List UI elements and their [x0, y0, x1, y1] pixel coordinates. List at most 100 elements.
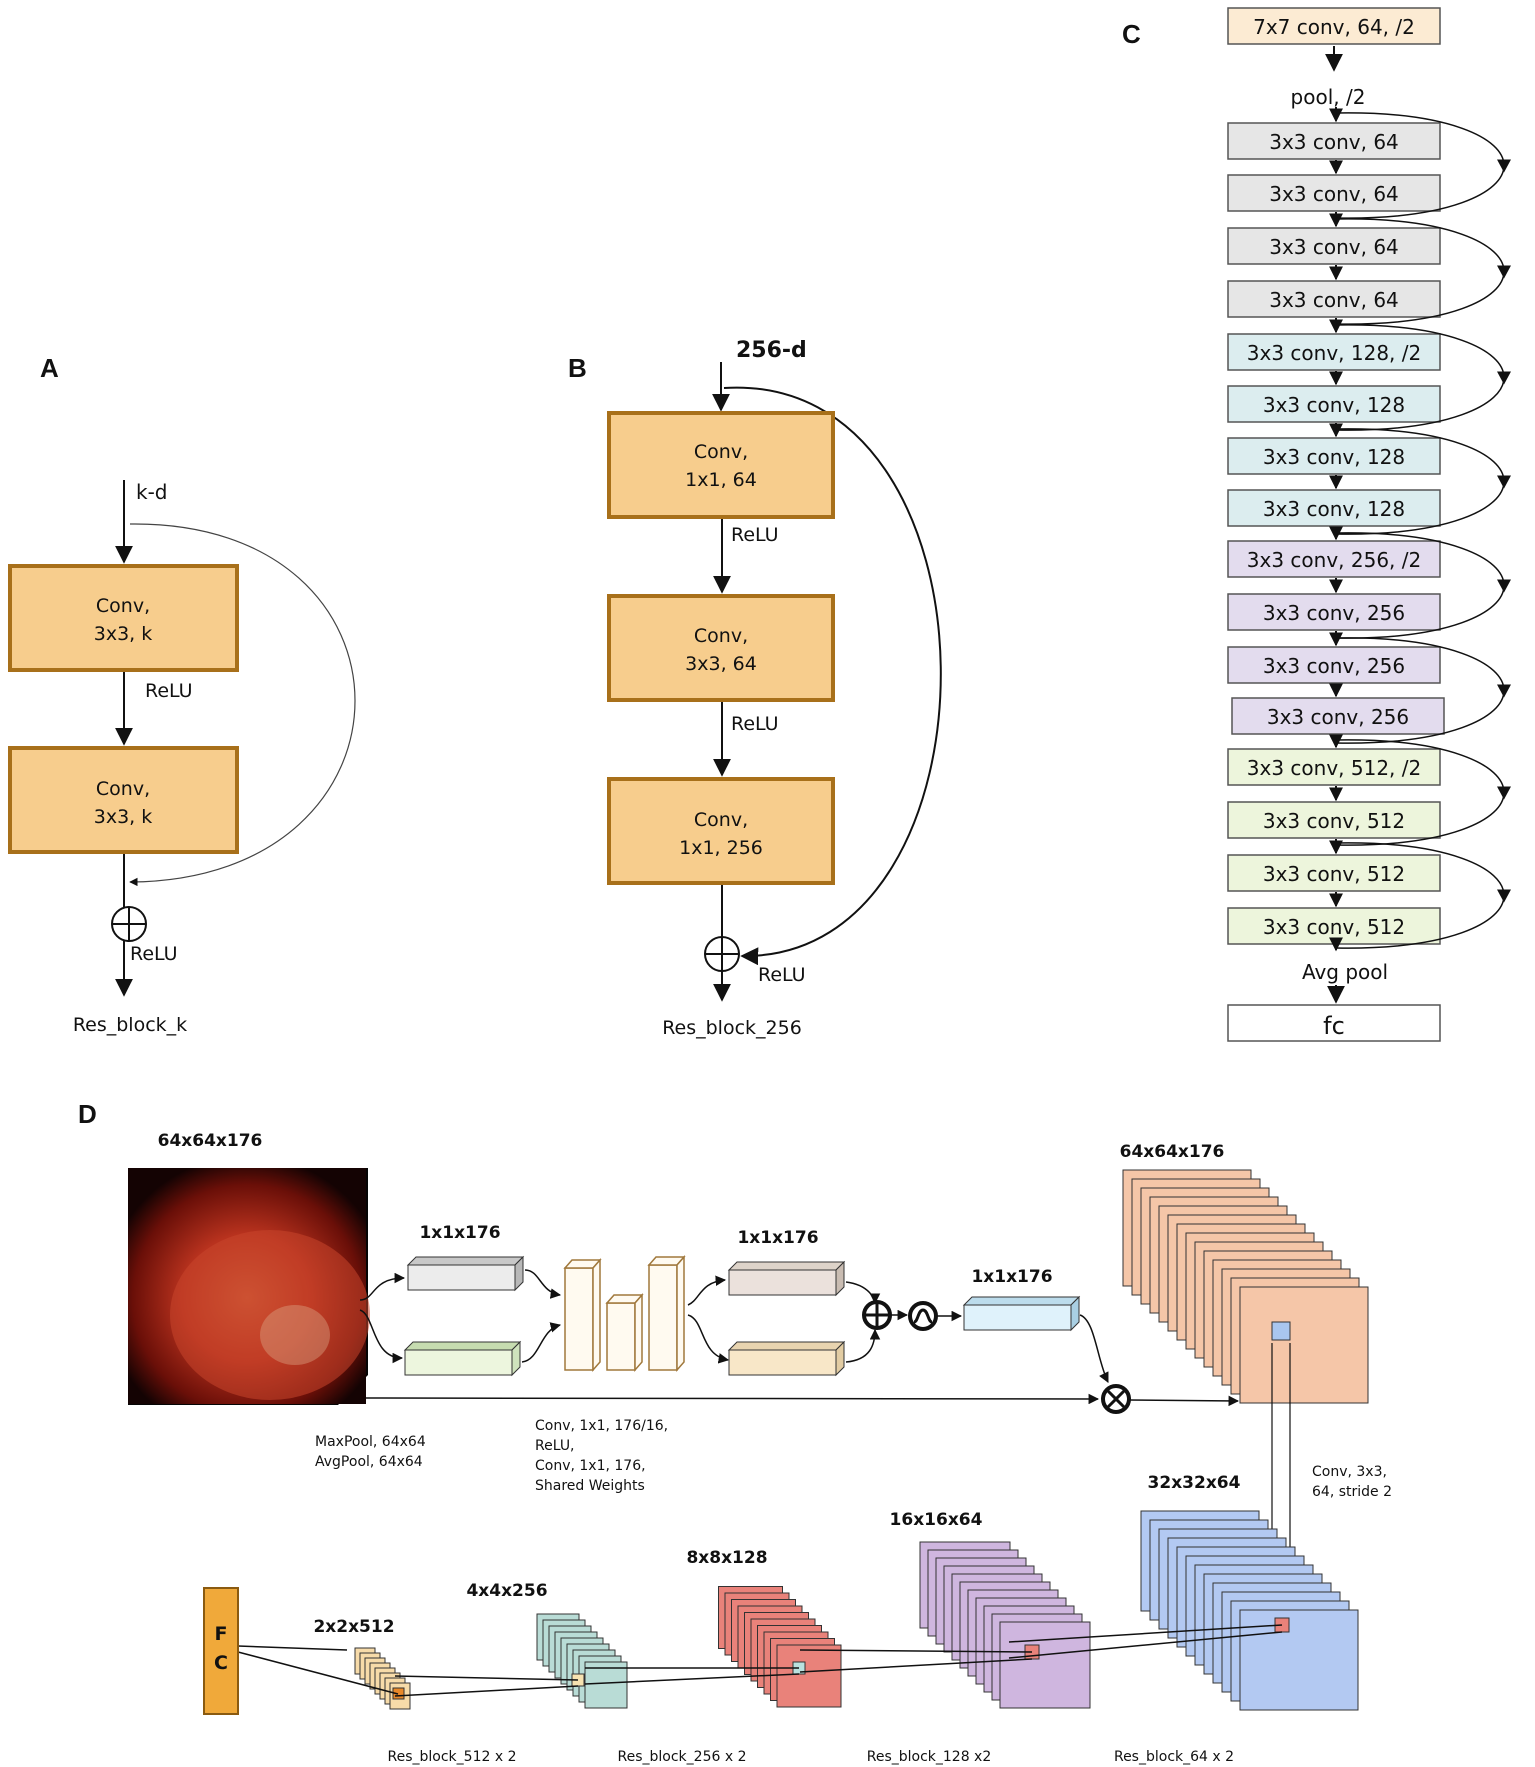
c-conv-layer-7: [1227, 437, 1441, 475]
b-output-label: Res_block_256: [662, 1017, 802, 1039]
d-stack-512-dims: 4x4x256: [466, 1581, 547, 1601]
a-conv-block-1-line2: 3x3, k: [94, 623, 153, 645]
d-maxpool-vector: [406, 1255, 525, 1292]
c-conv-layer-label-15: 3x3 conv, 512: [1263, 862, 1405, 886]
d-fc-layer: [203, 1587, 239, 1715]
b-conv-block-3-line2: 1x1, 256: [679, 837, 763, 859]
d-projection-line: [799, 1658, 1033, 1673]
b-relu-1: ReLU: [731, 524, 779, 546]
c-first-conv-label: 7x7 conv, 64, /2: [1253, 15, 1415, 39]
c-skip-arrowhead-2: [1497, 265, 1511, 279]
a-relu-out: ReLU: [130, 943, 178, 965]
b-conv-block-2: [607, 594, 835, 702]
c-pool-label: pool, /2: [1291, 85, 1366, 109]
d-sigmoid-icon: [908, 1301, 938, 1331]
c-conv-layer-2: [1227, 174, 1441, 212]
d-fc-letter-c: C: [214, 1652, 228, 1674]
c-conv-layer-label-11: 3x3 conv, 256: [1263, 654, 1405, 678]
d-input-dims: 64x64x176: [158, 1131, 263, 1151]
panel-a-letter: A: [40, 353, 59, 383]
c-conv-layer-label-7: 3x3 conv, 128: [1263, 445, 1405, 469]
d-attention-dims: 1x1x176: [971, 1267, 1052, 1287]
c-conv-layer-10: [1227, 593, 1441, 631]
c-skip-arrowhead-7: [1497, 786, 1511, 800]
d-projection-line: [237, 1651, 399, 1695]
panel-b: B 256-d Conv, 1x1, 64 ReLU Conv, 3x3, 64…: [568, 338, 942, 1039]
d-projection-line: [1008, 1631, 1283, 1659]
d-res-label-64: Res_block_64 x 2: [1114, 1749, 1234, 1765]
a-relu-1: ReLU: [145, 680, 193, 702]
d-conv-caption-2: 64, stride 2: [1312, 1484, 1392, 1500]
d-stack-128-dims: 16x16x64: [890, 1510, 983, 1530]
c-conv-layer-label-4: 3x3 conv, 64: [1269, 288, 1399, 312]
c-conv-layer-label-6: 3x3 conv, 128: [1263, 393, 1405, 417]
d-output-volume-slice: [1239, 1286, 1369, 1404]
d-stack-64-slice: [1239, 1609, 1359, 1711]
d-mlp-out-vector-2: [727, 1340, 846, 1377]
d-projection-line: [394, 1685, 579, 1697]
b-input-label: 256-d: [736, 338, 807, 363]
a-input-label: k-d: [136, 480, 168, 504]
b-relu-out: ReLU: [758, 964, 806, 986]
d-mlp-caption-1: Conv, 1x1, 176/16,: [535, 1418, 668, 1434]
c-avg-pool-label: Avg pool: [1302, 960, 1388, 984]
d-res-label-128: Res_block_128 x2: [867, 1749, 992, 1765]
a-conv-block-1-line1: Conv,: [96, 595, 150, 617]
d-stack-2048-kernel: [392, 1687, 405, 1700]
d-stack-128-slice: [999, 1621, 1091, 1709]
a-conv-block-2: [8, 746, 239, 854]
panel-c-letter: C: [1122, 19, 1141, 49]
c-conv-layer-14: [1227, 801, 1441, 839]
panel-c: C 7x7 conv, 64, /2 pool, /2 3x3 conv, 64…: [1122, 7, 1511, 1042]
panel-d: D 64x64x176 1x1x176 MaxPo: [78, 1099, 1392, 1765]
d-mlp-caption-4: Shared Weights: [535, 1478, 645, 1494]
c-conv-layer-3: [1227, 227, 1441, 265]
c-conv-layer-4: [1227, 280, 1441, 318]
c-conv-layer-label-12: 3x3 conv, 256: [1267, 705, 1409, 729]
c-conv-layer-label-14: 3x3 conv, 512: [1263, 809, 1405, 833]
c-conv-layer-1: [1227, 122, 1441, 160]
c-conv-layer-6: [1227, 385, 1441, 423]
b-conv-block-1: [607, 411, 835, 519]
c-conv-layer-13: [1227, 748, 1441, 786]
d-shared-mlp: [563, 1255, 686, 1372]
d-stack-512-slice: [584, 1661, 628, 1709]
c-conv-layer-label-8: 3x3 conv, 128: [1263, 497, 1405, 521]
panel-b-letter: B: [568, 353, 587, 383]
d-mlp-caption-2: ReLU,: [535, 1438, 575, 1454]
c-conv-layer-label-16: 3x3 conv, 512: [1263, 915, 1405, 939]
d-res-label-512: Res_block_512 x 2: [388, 1749, 517, 1765]
d-pool-caption-1: MaxPool, 64x64: [315, 1434, 426, 1450]
a-output-label: Res_block_k: [73, 1014, 187, 1036]
d-projection-line: [584, 1673, 800, 1685]
b-conv-block-3-line1: Conv,: [694, 809, 748, 831]
c-conv-layer-9: [1227, 540, 1441, 578]
b-conv-block-1-line2: 1x1, 64: [685, 469, 757, 491]
a-conv-block-1: [8, 564, 239, 672]
d-pool-caption-2: AvgPool, 64x64: [315, 1454, 423, 1470]
b-conv-block-2-line2: 3x3, 64: [685, 653, 757, 675]
panel-d-letter: D: [78, 1099, 97, 1129]
c-conv-layer-5: [1227, 333, 1441, 371]
c-skip-arrowhead-6: [1497, 684, 1511, 698]
c-conv-layer-label-2: 3x3 conv, 64: [1269, 182, 1399, 206]
b-conv-block-3: [607, 777, 835, 885]
d-pool-dims: 1x1x176: [419, 1223, 500, 1243]
c-conv-layer-11: [1227, 646, 1441, 684]
c-conv-layer-label-1: 3x3 conv, 64: [1269, 130, 1399, 154]
d-stack-2048-dims: 2x2x512: [313, 1617, 394, 1637]
c-skip-arrowhead-8: [1497, 889, 1511, 903]
a-conv-block-2-line1: Conv,: [96, 778, 150, 800]
c-conv-layer-label-3: 3x3 conv, 64: [1269, 235, 1399, 259]
panel-a: A k-d Conv, 3x3, k ReLU Conv, 3x3, k ReL…: [8, 353, 356, 1036]
c-conv-layer-8: [1227, 489, 1441, 527]
c-conv-layer-label-5: 3x3 conv, 128, /2: [1247, 341, 1421, 365]
c-conv-layer-label-13: 3x3 conv, 512, /2: [1247, 756, 1421, 780]
c-layer-stack: 3x3 conv, 64 3x3 conv, 64 3x3 conv, 64 3x3 …: [1227, 107, 1511, 952]
b-conv-block-1-line1: Conv,: [694, 441, 748, 463]
d-mlp-caption-3: Conv, 1x1, 176,: [535, 1458, 646, 1474]
d-mlp-out-vector-1: [727, 1260, 846, 1297]
d-avgpool-vector: [403, 1340, 522, 1377]
d-stack-64-dims: 32x32x64: [1148, 1473, 1241, 1493]
